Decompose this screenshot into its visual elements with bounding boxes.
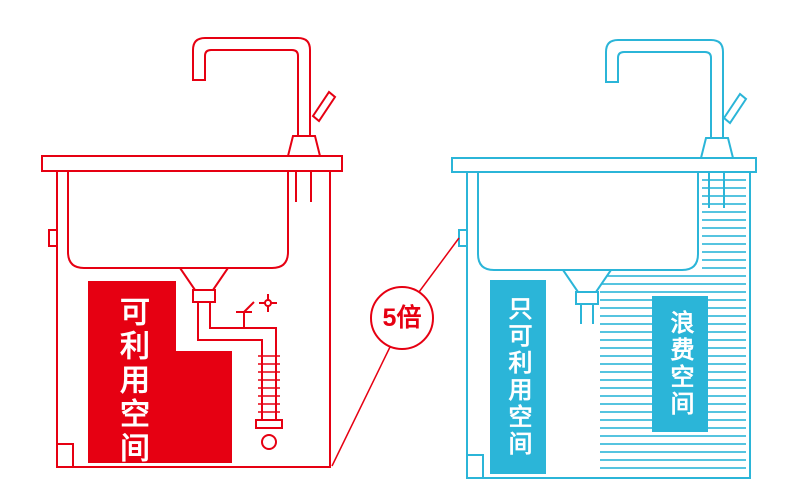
right-drain-assembly xyxy=(561,269,613,324)
right-faucet-base xyxy=(699,137,735,159)
callout-line-left xyxy=(331,346,391,467)
multiplier-label: 5倍 xyxy=(382,304,422,332)
drain-pipe-cap xyxy=(255,419,283,429)
left-countertop xyxy=(41,155,343,172)
left-cabinet-leg-line xyxy=(57,443,74,467)
wasted-space-label: 浪费空间 xyxy=(666,310,693,418)
left-sink-diagram xyxy=(41,37,343,468)
drain-collar xyxy=(575,291,599,305)
left-usable-space-label: 可利用空间 xyxy=(115,296,148,466)
left-drain-assembly xyxy=(178,267,283,450)
right-sink-bowl xyxy=(477,171,699,271)
right-usable-space-region xyxy=(490,280,546,474)
right-sink-diagram xyxy=(451,39,757,479)
right-cabinet-side-tab xyxy=(458,229,468,247)
left-faucet xyxy=(192,37,311,139)
floor-drain-circle xyxy=(261,434,277,450)
left-sink-bowl xyxy=(67,170,289,269)
right-usable-space-label: 只可利用空间 xyxy=(504,296,531,458)
callout-line-right xyxy=(418,237,460,293)
drain-pipe-outer xyxy=(197,302,263,424)
drain-funnel xyxy=(178,267,230,291)
right-countertop xyxy=(451,157,757,173)
left-usable-space-region xyxy=(88,281,232,463)
left-cabinet-side-tab xyxy=(48,229,58,247)
left-faucet-handle xyxy=(311,90,337,123)
drain-pipe-ribs xyxy=(258,355,280,413)
right-supply-lines xyxy=(708,172,725,208)
left-faucet-base xyxy=(286,135,322,157)
shutoff-valve-icon xyxy=(236,301,255,328)
callout xyxy=(331,237,460,467)
cross-valve-hub xyxy=(264,299,272,307)
multiplier-circle xyxy=(370,286,434,350)
drain-collar xyxy=(192,289,216,303)
left-supply-lines xyxy=(295,171,312,202)
right-cabinet-leg-line xyxy=(467,454,484,478)
right-faucet-handle xyxy=(722,92,748,125)
drain-pipe xyxy=(580,304,594,324)
right-faucet xyxy=(605,39,724,141)
right-wasted-space-region xyxy=(652,296,708,432)
